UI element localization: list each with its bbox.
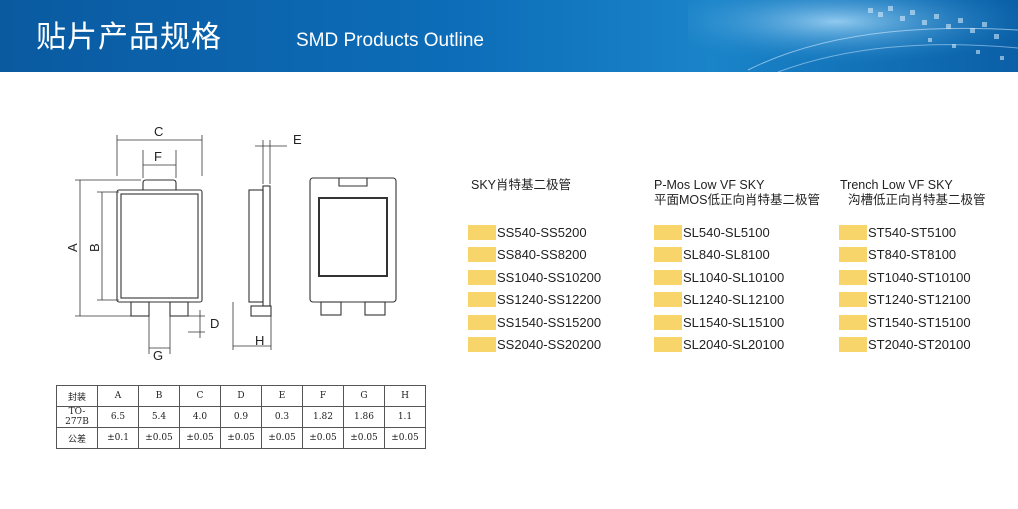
product-label: SL540-SL5100 <box>683 225 770 240</box>
series-title-line: 平面MOS低正向肖特基二极管 <box>654 193 820 207</box>
table-cell: ±0.05 <box>220 427 262 449</box>
swatch <box>468 225 496 240</box>
product-label: SS2040-SS20200 <box>497 337 602 352</box>
dim-label-h: H <box>255 333 264 348</box>
swatch <box>839 337 867 352</box>
table-cell: ±0.05 <box>179 427 221 449</box>
table-header-row: 封装 A B C D E F G H <box>56 385 426 407</box>
swatch <box>468 292 496 307</box>
product-label: ST1040-ST10100 <box>868 270 971 285</box>
table-cell: ±0.05 <box>261 427 303 449</box>
product-label: SS840-SS8200 <box>497 247 587 262</box>
table-cell: 公差 <box>56 427 98 449</box>
table-cell: 4.0 <box>179 406 221 428</box>
product-label: ST540-ST5100 <box>868 225 957 240</box>
table-cell: 0.9 <box>220 406 262 428</box>
dim-label-c: C <box>154 124 163 139</box>
dim-label-g: G <box>153 348 163 360</box>
swatch <box>654 292 682 307</box>
dim-label-d: D <box>210 316 219 331</box>
table-cell: 5.4 <box>138 406 180 428</box>
product-label: SL840-SL8100 <box>683 247 770 262</box>
series-title-trench: Trench Low VF SKY 沟槽低正向肖特基二极管 <box>840 178 986 208</box>
table-cell: 1.1 <box>384 406 426 428</box>
product-label: SS1540-SS15200 <box>497 315 602 330</box>
swatch <box>654 247 682 262</box>
table-cell: 0.3 <box>261 406 303 428</box>
product-label: SS1240-SS12200 <box>497 292 602 307</box>
table-cell: G <box>343 385 385 407</box>
swatch <box>654 225 682 240</box>
table-cell: E <box>261 385 303 407</box>
series-title-pmos: P-Mos Low VF SKY 平面MOS低正向肖特基二极管 <box>654 178 820 208</box>
table-cell: C <box>179 385 221 407</box>
product-label: SL1240-SL12100 <box>683 292 785 307</box>
table-cell: 6.5 <box>97 406 139 428</box>
table-cell: ±0.05 <box>384 427 426 449</box>
dim-label-a: A <box>65 243 80 252</box>
table-cell: 封装 <box>56 385 98 407</box>
series-title-line: 沟槽低正向肖特基二极管 <box>848 193 986 207</box>
table-cell: H <box>384 385 426 407</box>
page-title: 贴片产品规格 <box>36 20 222 55</box>
swatch <box>839 270 867 285</box>
table-cell: F <box>302 385 344 407</box>
swatch <box>468 315 496 330</box>
dimension-table: 封装 A B C D E F G H TO-277B 6.5 5.4 4.0 0… <box>56 385 426 449</box>
swatch <box>839 247 867 262</box>
header-banner: 贴片产品规格 SMD Products Outline <box>0 0 1018 72</box>
product-label: ST2040-ST20100 <box>868 337 971 352</box>
product-label: SL2040-SL20100 <box>683 337 785 352</box>
product-label: ST1540-ST15100 <box>868 315 971 330</box>
table-cell: 1.82 <box>302 406 344 428</box>
table-row: 公差 ±0.1 ±0.05 ±0.05 ±0.05 ±0.05 ±0.05 ±0… <box>56 427 426 449</box>
series-title-line: SKY肖特基二极管 <box>471 178 572 192</box>
header-decoration <box>688 0 1018 72</box>
product-label: ST840-ST8100 <box>868 247 957 262</box>
swatch <box>468 247 496 262</box>
product-label: ST1240-ST12100 <box>868 292 971 307</box>
table-cell: D <box>220 385 262 407</box>
series-title-line: Trench Low VF SKY <box>840 178 953 192</box>
table-cell: ±0.05 <box>343 427 385 449</box>
swatch <box>654 337 682 352</box>
page-subtitle: SMD Products Outline <box>296 30 484 51</box>
swatch <box>468 337 496 352</box>
table-cell: ±0.05 <box>302 427 344 449</box>
swatch <box>839 225 867 240</box>
swatch <box>839 315 867 330</box>
table-cell: A <box>97 385 139 407</box>
swatch <box>654 270 682 285</box>
product-label: SL1540-SL15100 <box>683 315 785 330</box>
dim-label-e: E <box>293 132 302 147</box>
table-cell: B <box>138 385 180 407</box>
product-label: SS1040-SS10200 <box>497 270 602 285</box>
table-row: TO-277B 6.5 5.4 4.0 0.9 0.3 1.82 1.86 1.… <box>56 406 426 428</box>
package-outline-drawing: C F A B G D E H <box>65 124 397 360</box>
dim-label-f: F <box>154 149 162 164</box>
table-cell: ±0.05 <box>138 427 180 449</box>
dim-label-b: B <box>87 243 102 252</box>
product-label: SL1040-SL10100 <box>683 270 785 285</box>
product-label: SS540-SS5200 <box>497 225 587 240</box>
table-cell: TO-277B <box>56 406 98 428</box>
series-title-sky: SKY肖特基二极管 <box>471 178 571 193</box>
swatch <box>839 292 867 307</box>
swatch <box>468 270 496 285</box>
table-cell: 1.86 <box>343 406 385 428</box>
series-title-line: P-Mos Low VF SKY <box>654 178 765 192</box>
table-cell: ±0.1 <box>97 427 139 449</box>
swatch <box>654 315 682 330</box>
